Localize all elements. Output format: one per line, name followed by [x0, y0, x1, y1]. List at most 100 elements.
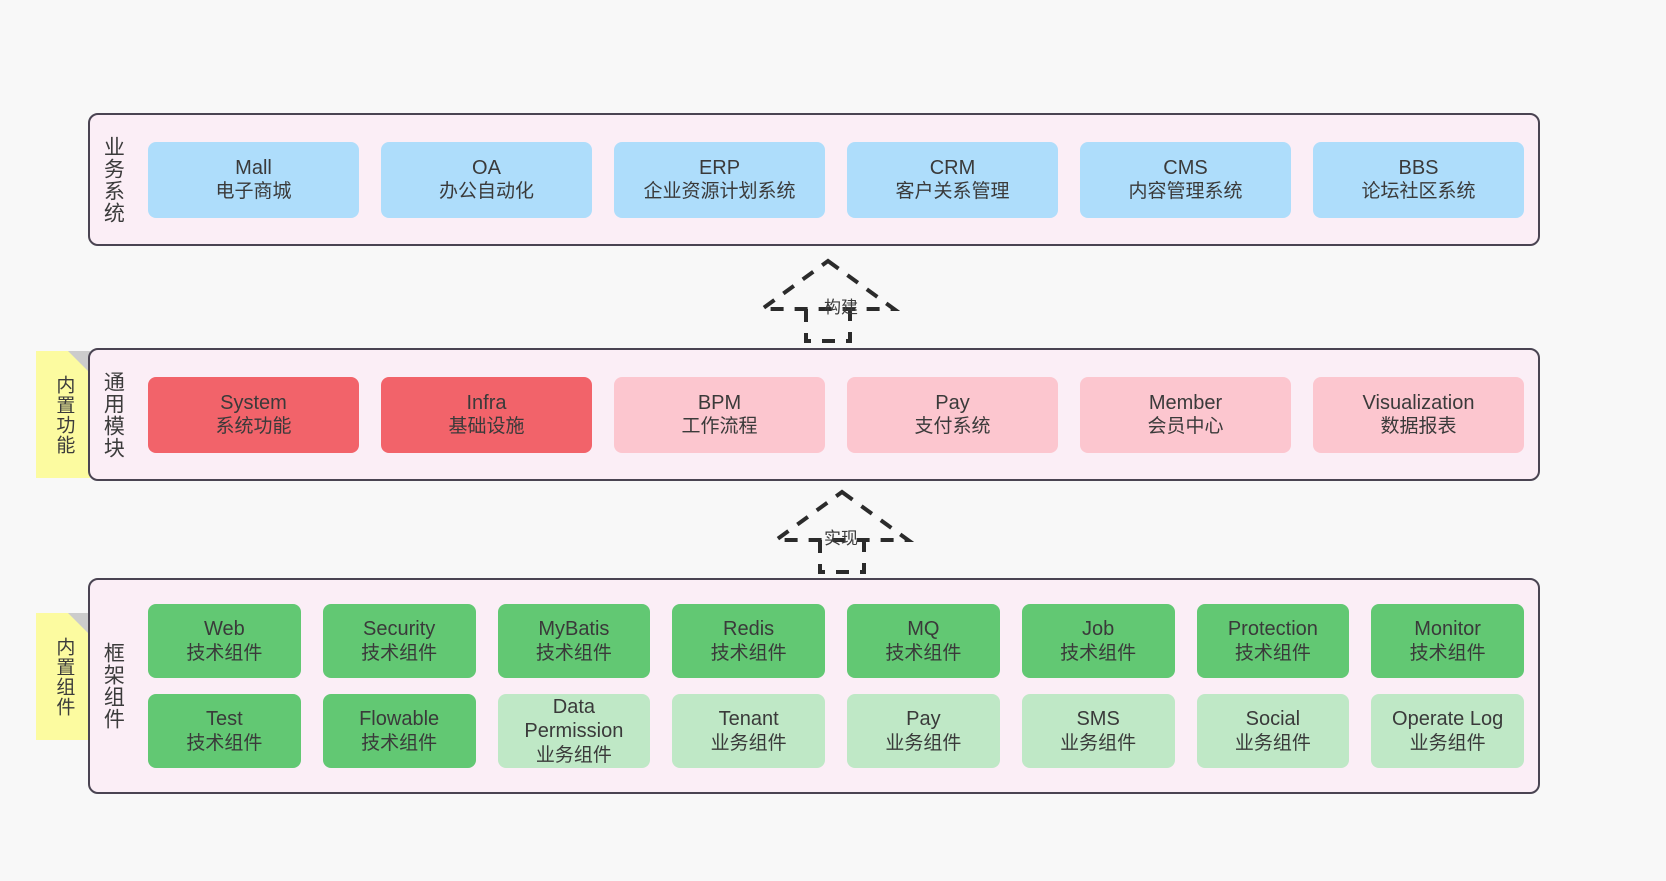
card-mall[interactable]: Mall 电子商城 — [148, 141, 359, 218]
card-system[interactable]: System 系统功能 — [148, 376, 359, 453]
card-protection-cn: 技术组件 — [1234, 642, 1311, 664]
card-monitor[interactable]: Monitor 技术组件 — [1371, 604, 1524, 678]
framework-component-row-business: Test 技术组件 Flowable 技术组件 Data Permission … — [148, 694, 1524, 768]
card-operate-log[interactable]: Operate Log 业务组件 — [1371, 694, 1524, 768]
card-social-en: Social — [1245, 708, 1301, 731]
card-tenant-cn: 业务组件 — [710, 732, 787, 754]
card-web-cn: 技术组件 — [186, 642, 263, 664]
card-security-en: Security — [363, 618, 436, 641]
card-protection[interactable]: Protection 技术组件 — [1196, 604, 1350, 678]
business-system-row: Mall 电子商城 OA 办公自动化 ERP 企业资源计划系统 CRM 客户关系… — [148, 141, 1524, 218]
card-monitor-cn: 技术组件 — [1409, 642, 1486, 664]
connector-implement-label: 实现 — [824, 529, 858, 548]
card-data-permission-en: Data Permission — [524, 696, 624, 743]
generalization-triangle-icon — [769, 489, 915, 542]
connector-build: 构建 — [755, 258, 901, 343]
layer-business-system-body: Mall 电子商城 OA 办公自动化 ERP 企业资源计划系统 CRM 客户关系… — [134, 115, 1538, 244]
card-pay-component[interactable]: Pay 业务组件 — [847, 694, 1000, 768]
card-erp[interactable]: ERP 企业资源计划系统 — [614, 141, 825, 218]
card-member[interactable]: Member 会员中心 — [1080, 376, 1291, 453]
card-crm-cn: 客户关系管理 — [895, 181, 1010, 203]
card-redis-cn: 技术组件 — [710, 642, 787, 664]
card-mybatis[interactable]: MyBatis 技术组件 — [497, 604, 651, 678]
card-mall-en: Mall — [235, 156, 272, 179]
card-bbs-en: BBS — [1398, 156, 1439, 179]
card-visualization-cn: 数据报表 — [1380, 416, 1457, 438]
card-sms[interactable]: SMS 业务组件 — [1021, 694, 1175, 768]
card-job-en: Job — [1082, 618, 1115, 641]
card-tenant-en: Tenant — [718, 708, 779, 731]
note-builtin-component-label: 内置组件 — [53, 636, 75, 717]
card-cms-cn: 内容管理系统 — [1128, 181, 1243, 203]
card-pay-component-en: Pay — [906, 708, 941, 731]
note-builtin-function-label: 内置功能 — [53, 374, 75, 455]
card-infra[interactable]: Infra 基础设施 — [381, 376, 592, 453]
card-erp-cn: 企业资源计划系统 — [643, 181, 796, 203]
card-mall-cn: 电子商城 — [215, 181, 292, 203]
card-visualization[interactable]: Visualization 数据报表 — [1313, 376, 1524, 453]
layer-common-module: 通用模块 System 系统功能 Infra 基础设施 BPM 工作流程 Pay… — [88, 348, 1540, 481]
note-builtin-component: 内置组件 — [36, 613, 90, 740]
card-bbs[interactable]: BBS 论坛社区系统 — [1313, 141, 1524, 218]
card-job[interactable]: Job 技术组件 — [1021, 604, 1175, 678]
card-crm[interactable]: CRM 客户关系管理 — [847, 141, 1058, 218]
card-infra-en: Infra — [466, 391, 507, 414]
connector-stem — [818, 540, 866, 574]
card-system-cn: 系统功能 — [215, 416, 292, 438]
card-oa-en: OA — [472, 156, 501, 179]
card-bpm-cn: 工作流程 — [681, 416, 758, 438]
card-job-cn: 技术组件 — [1060, 642, 1137, 664]
card-test-cn: 技术组件 — [186, 732, 263, 754]
card-sms-en: SMS — [1076, 708, 1120, 731]
card-mq-en: MQ — [907, 618, 940, 641]
card-monitor-en: Monitor — [1414, 618, 1481, 641]
card-bbs-cn: 论坛社区系统 — [1361, 181, 1476, 203]
layer-common-module-body: System 系统功能 Infra 基础设施 BPM 工作流程 Pay 支付系统… — [134, 350, 1538, 479]
layer-framework-component-body: Web 技术组件 Security 技术组件 MyBatis 技术组件 Redi… — [134, 580, 1538, 792]
card-flowable[interactable]: Flowable 技术组件 — [322, 694, 476, 768]
card-pay-module-cn: 支付系统 — [914, 416, 991, 438]
card-oa[interactable]: OA 办公自动化 — [381, 141, 592, 218]
card-mybatis-en: MyBatis — [538, 618, 610, 641]
card-redis-en: Redis — [723, 618, 775, 641]
card-redis[interactable]: Redis 技术组件 — [672, 604, 825, 678]
card-visualization-en: Visualization — [1362, 391, 1475, 414]
card-tenant[interactable]: Tenant 业务组件 — [672, 694, 825, 768]
layer-business-system-title: 业务系统 — [101, 135, 125, 224]
card-oa-cn: 办公自动化 — [438, 181, 534, 203]
connector-implement: 实现 — [769, 489, 915, 574]
card-member-en: Member — [1148, 391, 1223, 414]
card-member-cn: 会员中心 — [1147, 416, 1224, 438]
generalization-triangle-icon — [755, 258, 901, 311]
note-builtin-function: 内置功能 — [36, 351, 90, 478]
card-protection-en: Protection — [1227, 618, 1318, 641]
card-mq[interactable]: MQ 技术组件 — [847, 604, 1000, 678]
layer-common-module-title: 通用模块 — [101, 370, 125, 459]
card-security-cn: 技术组件 — [361, 642, 438, 664]
card-crm-en: CRM — [929, 156, 976, 179]
card-pay-module-en: Pay — [935, 391, 970, 414]
card-cms-en: CMS — [1163, 156, 1208, 179]
card-pay-component-cn: 业务组件 — [885, 732, 962, 754]
card-operate-log-en: Operate Log — [1392, 708, 1504, 731]
card-system-en: System — [220, 391, 287, 414]
layer-framework-component-title: 框架组件 — [101, 642, 125, 730]
card-data-permission[interactable]: Data Permission 业务组件 — [497, 694, 651, 768]
card-pay-module[interactable]: Pay 支付系统 — [847, 376, 1058, 453]
card-erp-en: ERP — [698, 156, 741, 179]
card-mybatis-cn: 技术组件 — [535, 642, 612, 664]
card-social[interactable]: Social 业务组件 — [1196, 694, 1350, 768]
card-flowable-en: Flowable — [359, 708, 440, 731]
card-bpm[interactable]: BPM 工作流程 — [614, 376, 825, 453]
card-flowable-cn: 技术组件 — [361, 732, 438, 754]
card-data-permission-cn: 业务组件 — [535, 744, 612, 766]
card-cms[interactable]: CMS 内容管理系统 — [1080, 141, 1291, 218]
connector-build-label: 构建 — [824, 298, 858, 317]
card-web[interactable]: Web 技术组件 — [148, 604, 301, 678]
card-test[interactable]: Test 技术组件 — [148, 694, 301, 768]
card-social-cn: 业务组件 — [1234, 732, 1311, 754]
layer-framework-component: 框架组件 Web 技术组件 Security 技术组件 MyBatis 技术组件… — [88, 578, 1540, 794]
card-test-en: Test — [206, 708, 243, 731]
card-security[interactable]: Security 技术组件 — [322, 604, 476, 678]
layer-business-system: 业务系统 Mall 电子商城 OA 办公自动化 ERP 企业资源计划系统 CRM… — [88, 113, 1540, 246]
